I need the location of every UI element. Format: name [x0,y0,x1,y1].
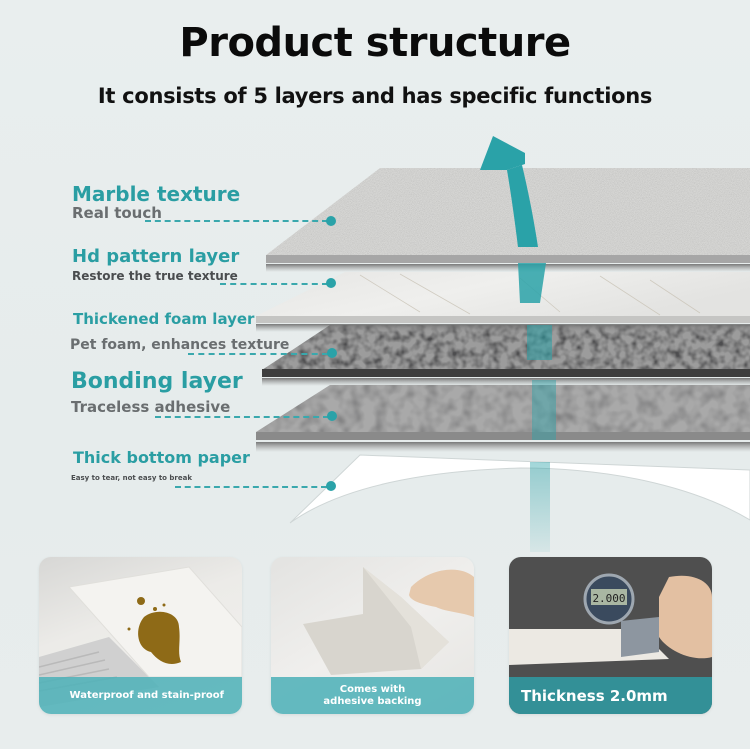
feature-card-thickness: 2.000 Thickness 2.0mm [509,557,712,714]
layer-5-leader-line [175,486,327,488]
feature-card-waterproof: Waterproof and stain-proof [39,557,242,714]
layer-5-marker [326,481,336,491]
upward-arrow-icon [480,136,556,552]
layer-1-marker [326,216,336,226]
layer-3-marker [327,348,337,358]
feature-card-adhesive: Comes with adhesive backing [271,557,474,714]
gauge-reading: 2.000 [592,592,625,605]
layer-4-description: Traceless adhesive [71,398,231,416]
foam-layer-sheet [262,325,750,386]
feature-label-line2: adhesive backing [323,695,422,707]
layer-2-title: Hd pattern layer [72,246,240,267]
layer-4-marker [327,411,337,421]
layer-4-leader-line [155,416,329,418]
feature-label-adhesive: Comes with adhesive backing [271,677,474,714]
layer-4-title: Bonding layer [71,369,243,394]
page-title: Product structure [179,20,571,66]
layer-5-title: Thick bottom paper [73,448,250,467]
layer-1-title: Marble texture [72,182,241,206]
feature-label-text: Waterproof and stain-proof [69,690,224,701]
feature-label-thickness: Thickness 2.0mm [509,677,712,714]
layer-3-leader-line [188,353,328,355]
feature-label-text: Thickness 2.0mm [521,686,668,705]
feature-label-line1: Comes with [339,683,406,695]
layer-stack-diagram [256,136,750,552]
layer-2-description: Restore the true texture [72,269,238,283]
layer-5-description: Easy to tear, not easy to break [71,474,192,482]
bottom-paper-sheet [289,454,750,524]
layer-1-leader-line [145,220,328,222]
layer-2-marker [326,278,336,288]
feature-label-waterproof: Waterproof and stain-proof [39,677,242,714]
bonding-layer-sheet [256,385,750,452]
layer-1-description: Real touch [72,204,162,222]
layer-3-title: Thickened foam layer [73,310,255,328]
marble-texture-sheet [266,168,750,272]
peel-illustration [303,567,474,675]
thickness-gauge-illustration: 2.000 [509,573,712,665]
page-subtitle: It consists of 5 layers and has specific… [97,84,653,108]
layer-2-leader-line [220,283,328,285]
layer-3-description: Pet foam, enhances texture [70,337,290,353]
